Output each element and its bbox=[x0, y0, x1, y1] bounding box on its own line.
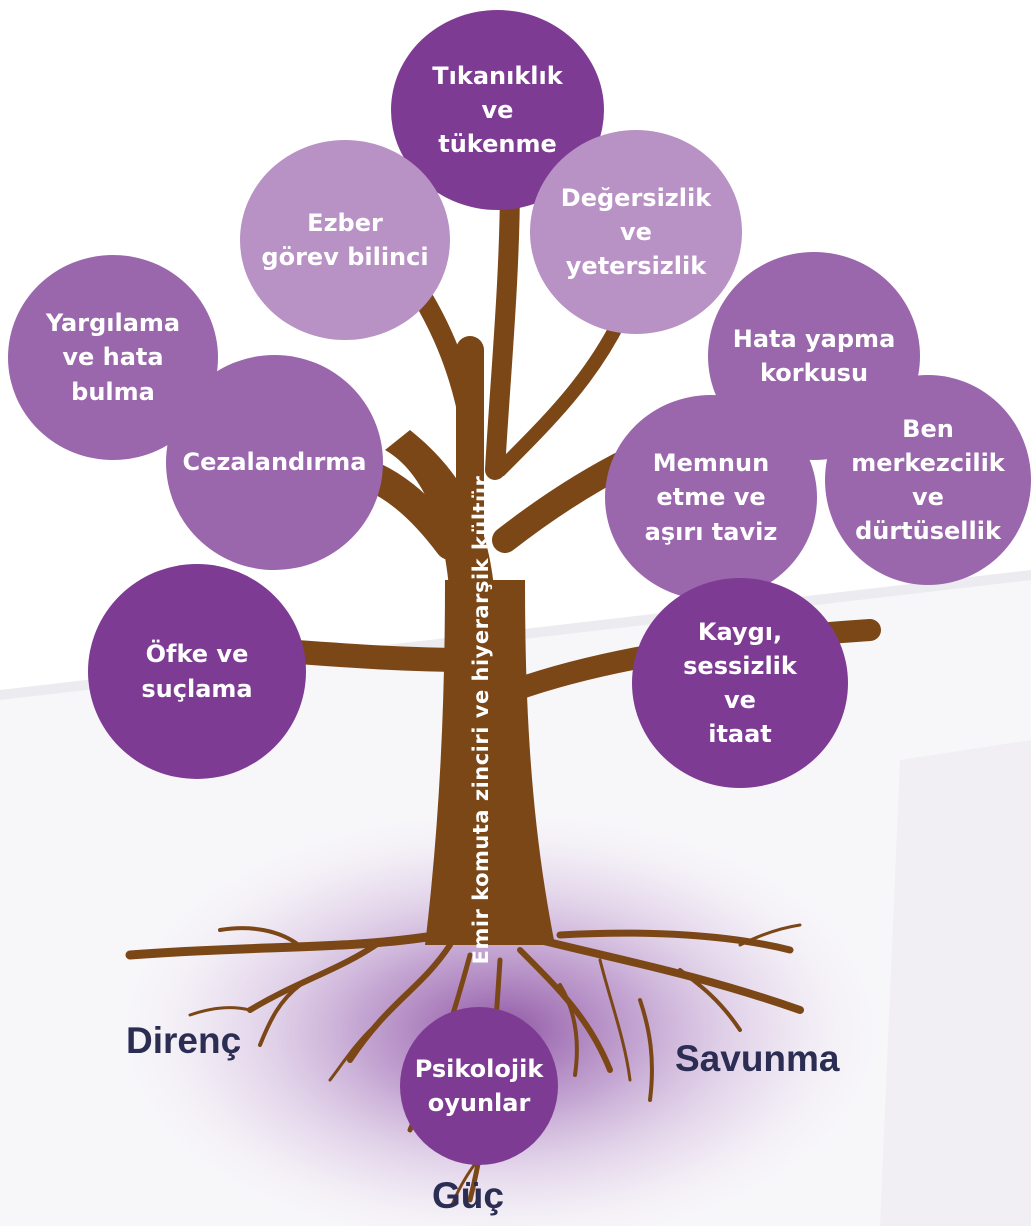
bubble-ezber: Ezber görev bilinci bbox=[240, 140, 450, 340]
bubble-cezalandirma: Cezalandırma bbox=[166, 355, 383, 570]
label-savunma: Savunma bbox=[675, 1038, 840, 1079]
bubble-ofke: Öfke ve suçlama bbox=[88, 564, 306, 779]
trunk-label: Emir komuta zinciri ve hiyerarşik kültür bbox=[469, 475, 493, 965]
label-direnc: Direnç bbox=[126, 1020, 242, 1061]
label-guc: Güç bbox=[432, 1175, 504, 1216]
bubble-degersizlik: Değersizlik ve yetersizlik bbox=[530, 130, 742, 334]
bubble-ben-merkezcilik: Ben merkezcilik ve dürtüsellik bbox=[825, 375, 1031, 585]
trunk-and-branches bbox=[258, 170, 881, 945]
bubble-memnun-etme: Memnun etme ve aşırı taviz bbox=[605, 395, 817, 600]
bubble-kaygi: Kaygı, sessizlik ve itaat bbox=[632, 578, 848, 788]
bubble-psikolojik: Psikolojik oyunlar bbox=[400, 1007, 558, 1165]
